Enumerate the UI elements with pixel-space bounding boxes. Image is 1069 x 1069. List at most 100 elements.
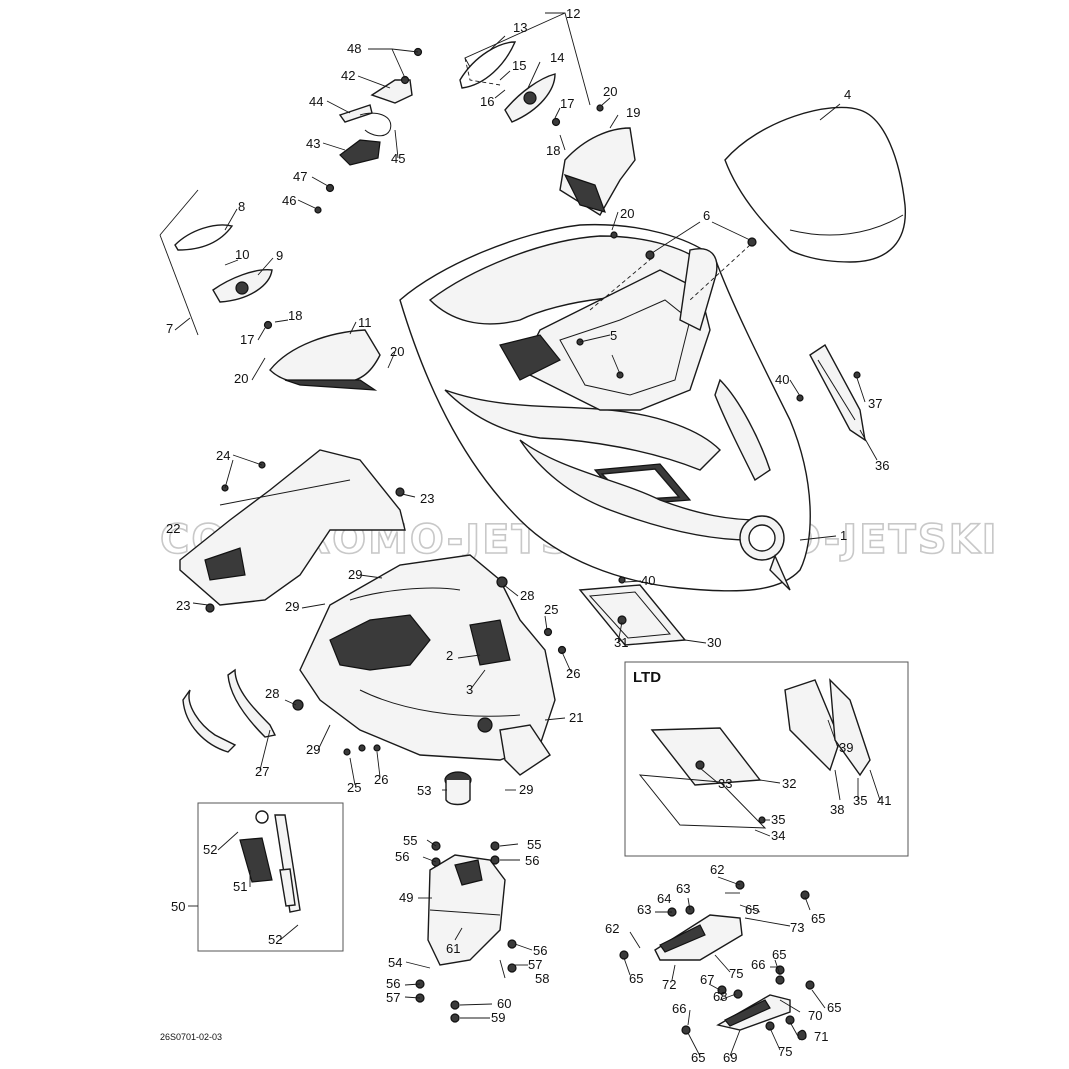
callout-72: 72 <box>662 977 676 992</box>
callout-46: 46 <box>282 193 296 208</box>
callout-17-top: 17 <box>560 96 574 111</box>
mount-part-69 <box>716 994 791 1031</box>
callout-66-right: 66 <box>751 957 765 972</box>
callout-39: 39 <box>839 740 853 755</box>
callout-10: 10 <box>235 247 249 262</box>
panel-part-22 <box>179 449 406 606</box>
callout-29-right: 29 <box>519 782 533 797</box>
callout-53: 53 <box>417 783 431 798</box>
callout-1: 1 <box>840 528 847 543</box>
spring-rod-inset-frame <box>197 802 344 952</box>
mirror-part-11 <box>269 329 381 391</box>
callout-56-right: 56 <box>525 853 539 868</box>
callout-59: 59 <box>491 1010 505 1025</box>
callout-41: 41 <box>877 793 891 808</box>
callout-23-right: 23 <box>420 491 434 506</box>
callout-71: 71 <box>814 1029 828 1044</box>
callout-40-right: 40 <box>775 372 789 387</box>
storage-bin-part-21 <box>299 554 556 776</box>
plate-part-9 <box>212 269 273 303</box>
callout-31: 31 <box>614 635 628 650</box>
callout-2: 2 <box>446 648 453 663</box>
bracket-part-49 <box>427 854 506 966</box>
callout-20-top: 20 <box>603 84 617 99</box>
callout-61: 61 <box>446 941 460 956</box>
leader-lines <box>159 12 881 1057</box>
cover-part-13 <box>459 41 517 89</box>
callout-20-mid: 20 <box>620 206 634 221</box>
callout-69: 69 <box>723 1050 737 1065</box>
callout-44: 44 <box>309 94 323 109</box>
callout-63-left: 63 <box>637 902 651 917</box>
callout-35-inset: 35 <box>771 812 785 827</box>
callout-20-left: 20 <box>234 371 248 386</box>
callout-56-bottom: 56 <box>386 976 400 991</box>
callout-49: 49 <box>399 890 413 905</box>
handle-part-27 <box>182 668 277 753</box>
vent-grille-part-30 <box>578 584 687 646</box>
callout-35-right: 35 <box>853 793 867 808</box>
callout-60: 60 <box>497 996 511 1011</box>
mirror-part-19 <box>559 127 636 216</box>
callout-23-left: 23 <box>176 598 190 613</box>
callout-75-top: 75 <box>729 966 743 981</box>
callout-50: 50 <box>171 899 185 914</box>
callout-48: 48 <box>347 41 361 56</box>
callout-65-c: 65 <box>629 971 643 986</box>
ltd-inset: LTD <box>624 661 909 857</box>
callout-62-left: 62 <box>605 921 619 936</box>
callout-12: 12 <box>566 6 580 21</box>
callout-25-right: 25 <box>544 602 558 617</box>
callout-43: 43 <box>306 136 320 151</box>
callout-51: 51 <box>233 879 247 894</box>
callout-56-lower: 56 <box>533 943 547 958</box>
callout-55-right: 55 <box>527 837 541 852</box>
callout-28-left: 28 <box>265 686 279 701</box>
callout-63-top: 63 <box>676 881 690 896</box>
callout-65-a: 65 <box>745 902 759 917</box>
callout-29-left: 29 <box>285 599 299 614</box>
callout-65-e: 65 <box>827 1000 841 1015</box>
callout-57-right: 57 <box>528 957 542 972</box>
callout-73: 73 <box>790 920 804 935</box>
callout-24: 24 <box>216 448 230 463</box>
callout-13: 13 <box>513 20 527 35</box>
callout-30: 30 <box>707 635 721 650</box>
callout-29-top: 29 <box>348 567 362 582</box>
callout-56-left: 56 <box>395 849 409 864</box>
callout-75-bottom: 75 <box>778 1044 792 1059</box>
callout-21: 21 <box>569 710 583 725</box>
callout-52-top: 52 <box>203 842 217 857</box>
callout-45: 45 <box>391 151 405 166</box>
callout-29-bottom: 29 <box>306 742 320 757</box>
callout-65-f: 65 <box>691 1050 705 1065</box>
callout-16: 16 <box>480 94 494 109</box>
callout-4: 4 <box>844 87 851 102</box>
mount-part-72 <box>654 914 743 961</box>
callout-27: 27 <box>255 764 269 779</box>
callout-22: 22 <box>166 521 180 536</box>
front-hood-part <box>399 223 811 592</box>
cover-part-4 <box>724 106 906 263</box>
callout-18-left: 18 <box>288 308 302 323</box>
callout-64: 64 <box>657 891 671 906</box>
callout-47: 47 <box>293 169 307 184</box>
boot-part-53 <box>444 771 472 806</box>
callout-5: 5 <box>610 328 617 343</box>
callout-11: 11 <box>358 315 372 330</box>
callout-66-left: 66 <box>672 1001 686 1016</box>
callout-38: 38 <box>830 802 844 817</box>
callout-15: 15 <box>512 58 526 73</box>
callout-14: 14 <box>550 50 564 65</box>
callout-32: 32 <box>782 776 796 791</box>
callout-65-d: 65 <box>772 947 786 962</box>
callout-17-left: 17 <box>240 332 254 347</box>
callout-40-mid: 40 <box>641 573 655 588</box>
callout-7: 7 <box>166 321 173 336</box>
callout-26-right: 26 <box>566 666 580 681</box>
reference-code: 26S0701-02-03 <box>160 1032 222 1042</box>
callout-33: 33 <box>718 776 732 791</box>
callout-67: 67 <box>700 972 714 987</box>
callout-70: 70 <box>808 1008 822 1023</box>
